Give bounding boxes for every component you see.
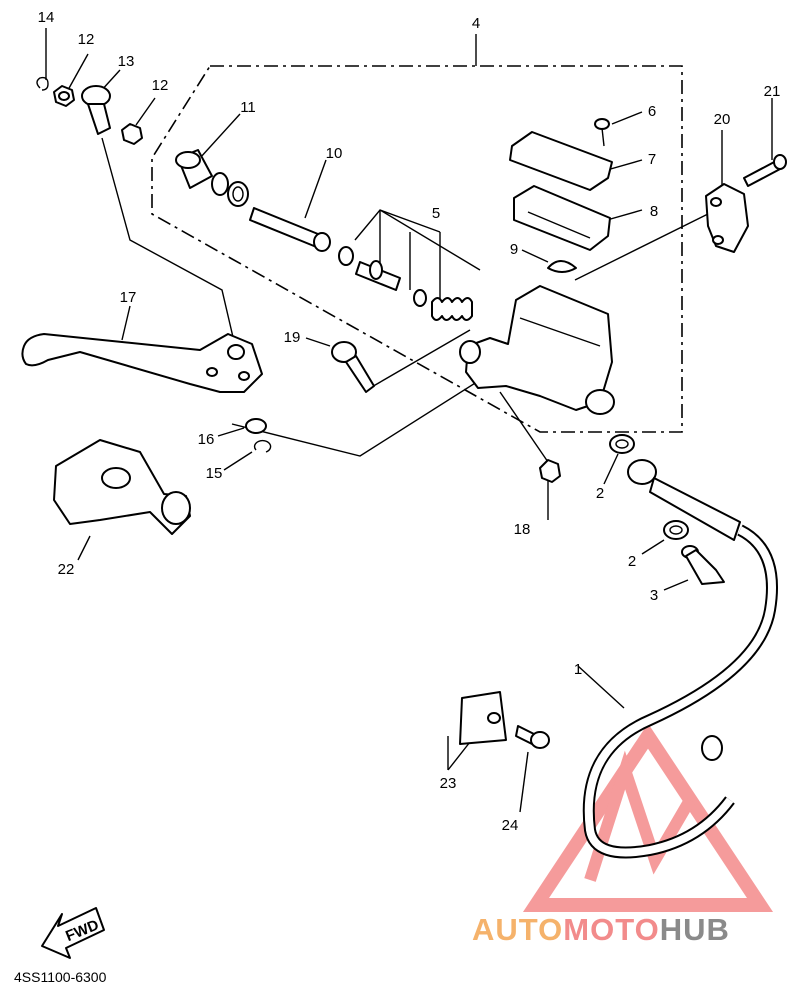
drawing-code: 4SS1100-6300 bbox=[14, 969, 107, 985]
callout-17: 17 bbox=[120, 289, 137, 306]
pivot-bolt-13 bbox=[81, 85, 111, 135]
watermark-hub: HUB bbox=[660, 912, 730, 947]
callout-9: 9 bbox=[510, 241, 518, 258]
circlip-15 bbox=[253, 439, 272, 453]
callout-7: 7 bbox=[648, 151, 656, 168]
diaphragm-8 bbox=[513, 185, 611, 251]
callout-4: 4 bbox=[472, 15, 480, 32]
boot-11 bbox=[175, 149, 249, 207]
lever-17 bbox=[21, 333, 263, 393]
callout-6: 6 bbox=[648, 103, 656, 120]
cover-22 bbox=[53, 439, 191, 535]
callout-13: 13 bbox=[118, 53, 135, 70]
callout-12b: 12 bbox=[152, 77, 169, 94]
adjuster-19 bbox=[331, 341, 375, 393]
callout-2b: 2 bbox=[628, 553, 636, 570]
assembly-boundary bbox=[151, 65, 683, 433]
hose-1 bbox=[582, 459, 778, 859]
push-rod-10 bbox=[249, 207, 331, 252]
callout-20: 20 bbox=[714, 111, 731, 128]
lever-hole-b bbox=[238, 371, 250, 381]
plate-9 bbox=[547, 260, 577, 273]
washer-2b bbox=[663, 520, 689, 540]
watermark-logo-icon bbox=[522, 723, 774, 912]
hose-guide-23 bbox=[459, 691, 507, 745]
screw-6 bbox=[594, 118, 610, 147]
callout-1: 1 bbox=[574, 661, 582, 678]
callout-18: 18 bbox=[514, 521, 531, 538]
callout-5: 5 bbox=[432, 205, 440, 222]
piston-kit-5 bbox=[338, 246, 473, 321]
lever-hole-a bbox=[206, 367, 218, 377]
callout-23: 23 bbox=[440, 775, 457, 792]
union-bolt-3 bbox=[681, 545, 725, 585]
nut-18 bbox=[539, 459, 561, 483]
callout-21: 21 bbox=[764, 83, 781, 100]
watermark-text: AUTOMOTOHUB bbox=[472, 912, 730, 947]
callout-19: 19 bbox=[284, 329, 301, 346]
nut-12b bbox=[121, 123, 143, 145]
callout-3: 3 bbox=[650, 587, 658, 604]
bolt-21 bbox=[743, 154, 787, 187]
callout-24: 24 bbox=[502, 817, 519, 834]
callout-14: 14 bbox=[38, 9, 55, 26]
washer-2a bbox=[609, 434, 635, 454]
screw-24 bbox=[515, 725, 550, 749]
lever-pivot-hole bbox=[227, 344, 245, 360]
callout-11: 11 bbox=[240, 99, 256, 116]
master-cylinder-body bbox=[459, 285, 615, 415]
watermark-auto: AUTO bbox=[472, 912, 563, 947]
clip-14 bbox=[36, 76, 49, 91]
clamp-20 bbox=[705, 183, 749, 253]
nut-12a bbox=[53, 85, 75, 107]
watermark-moto: MOTO bbox=[563, 912, 659, 947]
callout-16: 16 bbox=[198, 431, 215, 448]
callout-15: 15 bbox=[206, 465, 223, 482]
callout-10: 10 bbox=[326, 145, 343, 162]
callout-8: 8 bbox=[650, 203, 658, 220]
callout-22: 22 bbox=[58, 561, 75, 578]
cap-7 bbox=[509, 131, 613, 191]
callout-12a: 12 bbox=[78, 31, 95, 48]
fwd-arrow-icon: FWD bbox=[41, 907, 105, 959]
callout-2a: 2 bbox=[596, 485, 604, 502]
washer-16 bbox=[245, 418, 267, 434]
leader-lines bbox=[45, 28, 773, 813]
